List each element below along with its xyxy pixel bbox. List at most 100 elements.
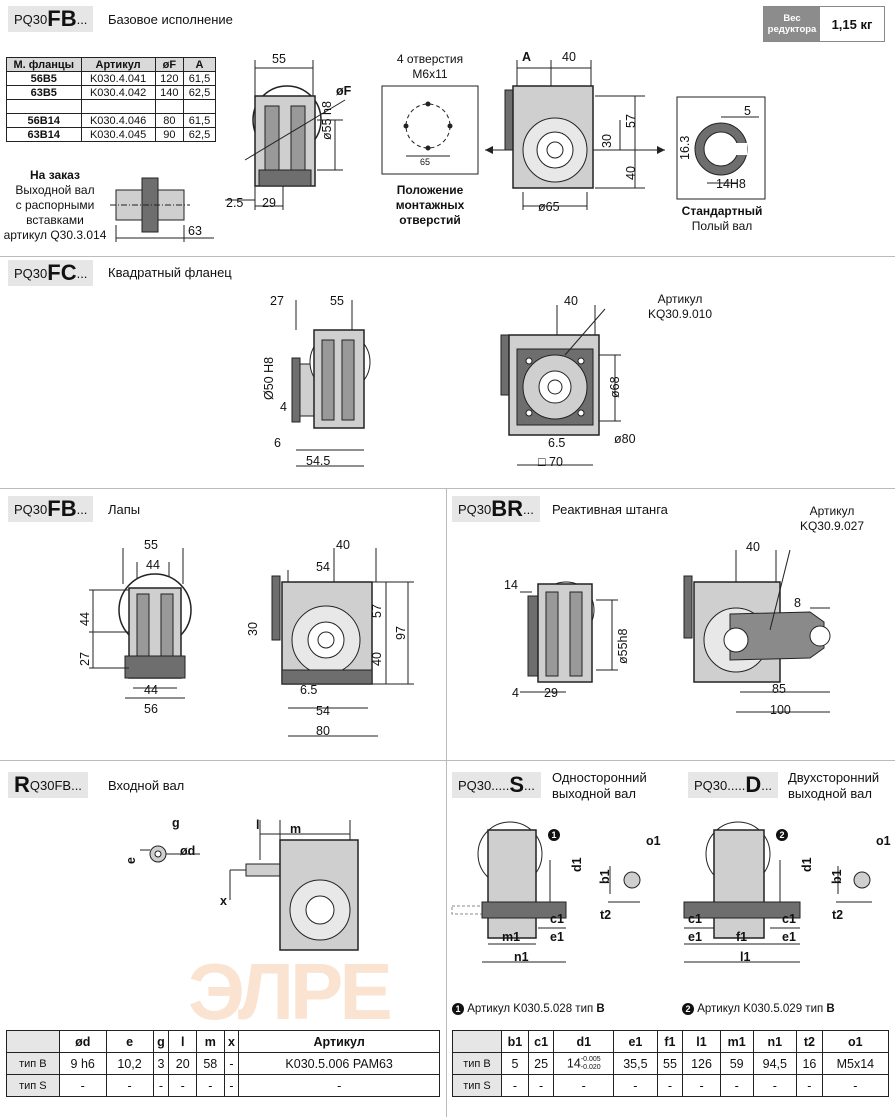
- input-dim-e: e: [124, 857, 138, 864]
- flange-cell: 62,5: [182, 85, 217, 100]
- holes-caption: 4 отверстия M6x11: [380, 52, 480, 82]
- flange-cell: [182, 99, 217, 114]
- dshaft-dim-l1: l1: [740, 950, 751, 964]
- input-header-1: ød: [58, 1030, 107, 1053]
- dshaft-dim-e1-right: e1: [782, 930, 796, 944]
- shaft-d-title-2: выходной вал: [788, 786, 872, 801]
- order-line-2: с распорными: [15, 198, 95, 212]
- shaft-dim-n1: n1: [514, 950, 529, 964]
- flange-cell: 61,5: [182, 113, 217, 128]
- dim-14h8: 14H8: [716, 177, 746, 191]
- spacer-shaft-drawing: [110, 177, 214, 242]
- shaft-header-0: [451, 1030, 503, 1053]
- input-cell: -: [105, 1074, 154, 1097]
- shaft-cell: -: [656, 1074, 684, 1097]
- note-2-type: B: [826, 1003, 835, 1016]
- input-dim-l: l: [256, 818, 260, 832]
- dshaft-dim-b1: b1: [830, 869, 844, 884]
- shaft-cell: 14-0.005-0.020: [553, 1052, 615, 1075]
- tolerance-lower: -0.020: [580, 1063, 601, 1071]
- shaft-cell: 16: [796, 1052, 823, 1075]
- dim-5: 5: [744, 104, 751, 118]
- shaft-header-5: f1: [656, 1030, 684, 1053]
- input-cell: -: [223, 1074, 240, 1097]
- shaft-cell: 35,5: [613, 1052, 658, 1075]
- note-2: 2 Артикул K030.5.029 тип B: [682, 1003, 835, 1015]
- shaft-s-title-1: Односторонний: [552, 770, 647, 785]
- feet-dim-97: 97: [394, 626, 408, 640]
- input-dim-d: ød: [180, 844, 196, 858]
- feet-dim-54-bot: 54: [316, 704, 330, 718]
- shaft-d-title: Двухсторонний выходной вал: [788, 770, 879, 802]
- input-dim-x: x: [220, 894, 227, 908]
- flange-cell: 63B5: [6, 85, 82, 100]
- mount-caption: Положение монтажных отверстий: [380, 183, 480, 228]
- input-cell: тип B: [6, 1052, 60, 1075]
- divider-1: [0, 256, 895, 257]
- dim-29: 29: [262, 196, 276, 210]
- dshaft-dim-e1-left: e1: [688, 930, 702, 944]
- input-cell: 58: [196, 1052, 225, 1075]
- flange-cell: K030.4.042: [80, 85, 156, 100]
- shaft-header-10: o1: [821, 1030, 890, 1053]
- shaft-d-code: D: [745, 772, 762, 797]
- shaft-cell: -: [682, 1074, 721, 1097]
- feet-dim-30: 30: [246, 622, 260, 636]
- fb-title: Базовое исполнение: [108, 12, 233, 27]
- flange-cell: K030.4.045: [80, 127, 156, 142]
- flange-cell: [6, 99, 82, 114]
- holes-size: M6x11: [412, 67, 448, 81]
- shaft-header-6: l1: [682, 1030, 721, 1053]
- shaft-cell: -: [719, 1074, 754, 1097]
- feet-front-view: [271, 548, 414, 737]
- flange-cell: [154, 99, 184, 114]
- input-header-7: Артикул: [238, 1030, 440, 1053]
- dshaft-dim-t2: t2: [832, 908, 844, 922]
- note-1-type: B: [596, 1003, 605, 1016]
- input-cell: 10,2: [105, 1052, 154, 1075]
- br-article: Артикул KQ30.9.027: [782, 504, 882, 534]
- table-row: [6, 99, 217, 114]
- flange-cell: 80: [154, 113, 184, 128]
- fb-code: FB: [47, 6, 77, 31]
- feet-dim-40-v: 40: [370, 652, 384, 666]
- order-caption: На заказ Выходной вал с распорными встав…: [0, 168, 110, 243]
- tolerance: -0.005-0.020: [581, 1056, 601, 1072]
- dim-63: 63: [188, 224, 202, 238]
- input-prefix: Q30FB: [29, 777, 72, 793]
- divider-3: [0, 760, 895, 761]
- br-title: Реактивная штанга: [552, 502, 668, 517]
- mount-caption-2: монтажных: [395, 198, 465, 212]
- shaft-header-1: b1: [501, 1030, 529, 1053]
- divider-2: [0, 488, 895, 489]
- input-header-3: g: [152, 1030, 170, 1053]
- feet-dim-27: 27: [78, 652, 92, 666]
- br-prefix: PQ30: [458, 501, 492, 517]
- br-dim-40: 40: [746, 540, 760, 554]
- fc-dim-70: □ 70: [538, 455, 563, 469]
- shaft-dim-d1: d1: [570, 857, 584, 872]
- feet-code: FB: [47, 496, 77, 521]
- shaft-s-suffix: ...: [524, 777, 535, 793]
- watermark: ЭЛРЕ: [188, 947, 393, 1036]
- input-suffix: ...: [71, 777, 82, 793]
- input-shaft-end-drawing: [140, 845, 200, 863]
- shaft-d-prefix: PQ30.....: [694, 777, 746, 793]
- shaft-s-code: S: [509, 772, 524, 797]
- flange-cell: [80, 99, 156, 114]
- shaft-cell: 55: [656, 1052, 684, 1075]
- hollow-caption-title: Стандартный: [681, 204, 763, 218]
- br-front-view: [683, 549, 831, 713]
- flange-cell: 62,5: [182, 127, 217, 142]
- note-2-text: Артикул K030.5.029 тип: [697, 1003, 824, 1016]
- shaft-cell: -: [527, 1074, 555, 1097]
- flange-cell: K030.4.041: [80, 71, 156, 86]
- table-row: тип S-------: [6, 1074, 440, 1097]
- shaft-header-9: t2: [796, 1030, 823, 1053]
- mount-caption-3: отверстий: [399, 213, 461, 227]
